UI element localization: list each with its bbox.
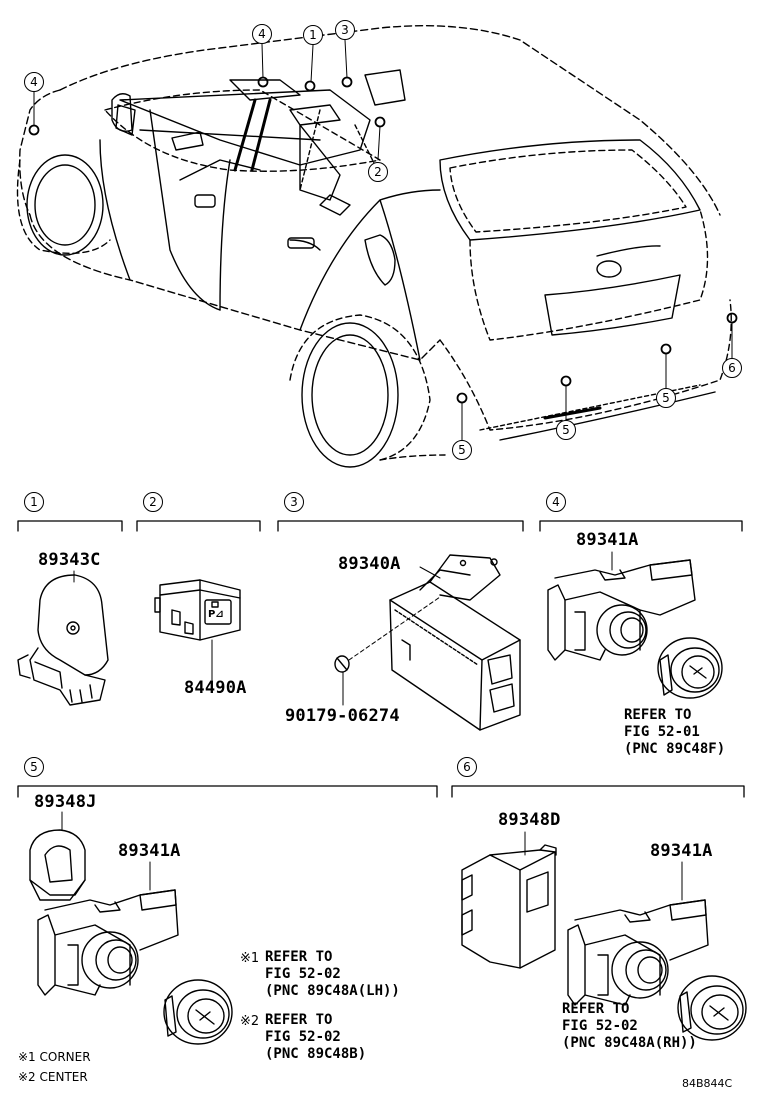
part-label-84490a: 84490A [184,678,247,698]
part-89348j-drawing [29,811,86,901]
bezel-ring-s5-drawing [163,979,233,1045]
part-label-89348d: 89348D [498,810,561,830]
callout-1: 1 [303,25,323,45]
reference-s4-line2: FIG 52-01 [624,724,700,740]
callout-6: 6 [722,358,742,378]
part-label-89348j: 89348J [34,792,97,812]
callout-5-rear-center: 5 [556,420,576,440]
callout-4-front-left: 4 [24,72,44,92]
section-number-5: 5 [24,757,44,777]
reference-s4: REFER TO FIG 52-01 (PNC 89C48F) [624,707,725,758]
reference-s5b-line1: REFER TO [265,1012,333,1028]
part-89348d-drawing [461,831,557,969]
callout-5-rear-left: 5 [452,440,472,460]
reference-s6-line2: FIG 52-02 [562,1018,638,1034]
callout-2: 2 [368,162,388,182]
part-84490a-drawing [154,579,241,681]
reference-s6: REFER TO FIG 52-02 (PNC 89C48A(RH)) [562,1001,697,1052]
reference-s5a-mark: ※1 [240,951,260,966]
part-label-89341a-s4: 89341A [576,530,639,550]
reference-s5a-line3: (PNC 89C48A(LH)) [265,983,400,999]
section-number-6: 6 [457,757,477,777]
part-89341a-s5-drawing [37,861,179,996]
part-label-89341a-s6: 89341A [650,841,713,861]
part-89340a-drawing [334,554,521,731]
section-number-4: 4 [546,492,566,512]
reference-s5b: REFER TO FIG 52-02 (PNC 89C48B) [265,1012,366,1063]
reference-s5a-line1: REFER TO [265,949,333,965]
footnote-corner: ※1 CORNER [18,1050,91,1064]
part-89343c-drawing [17,574,109,706]
callout-4-interior: 4 [252,24,272,44]
section-brackets [17,520,745,798]
vehicle-illustration [16,25,738,468]
diagram-id: 84B844C [682,1077,733,1090]
part-label-89341a-s5: 89341A [118,841,181,861]
section-number-2: 2 [143,492,163,512]
part-label-90179-06274: 90179-06274 [285,706,400,726]
part-89341a-s6-drawing [567,861,709,1006]
reference-s5a-line2: FIG 52-02 [265,966,341,982]
reference-s6-line1: REFER TO [562,1001,630,1017]
reference-s6-line3: (PNC 89C48A(RH)) [562,1035,697,1051]
reference-s5a: REFER TO FIG 52-02 (PNC 89C48A(LH)) [265,949,400,1000]
reference-s4-line3: (PNC 89C48F) [624,741,726,757]
bezel-ring-s6-drawing [677,975,747,1041]
switch-face-text: P⊿ [208,609,224,620]
reference-s4-line1: REFER TO [624,707,692,723]
callout-5-rear-right: 5 [656,388,676,408]
part-label-89340a: 89340A [338,554,401,574]
part-89341a-s4-drawing [547,551,723,699]
footnote-center: ※2 CENTER [18,1070,88,1084]
callout-3: 3 [335,20,355,40]
section-number-3: 3 [284,492,304,512]
part-label-89343c: 89343C [38,550,101,570]
reference-s5b-line2: FIG 52-02 [265,1029,341,1045]
reference-s5b-line3: (PNC 89C48B) [265,1046,367,1062]
section-number-1: 1 [24,492,44,512]
reference-s5b-mark: ※2 [240,1014,260,1029]
